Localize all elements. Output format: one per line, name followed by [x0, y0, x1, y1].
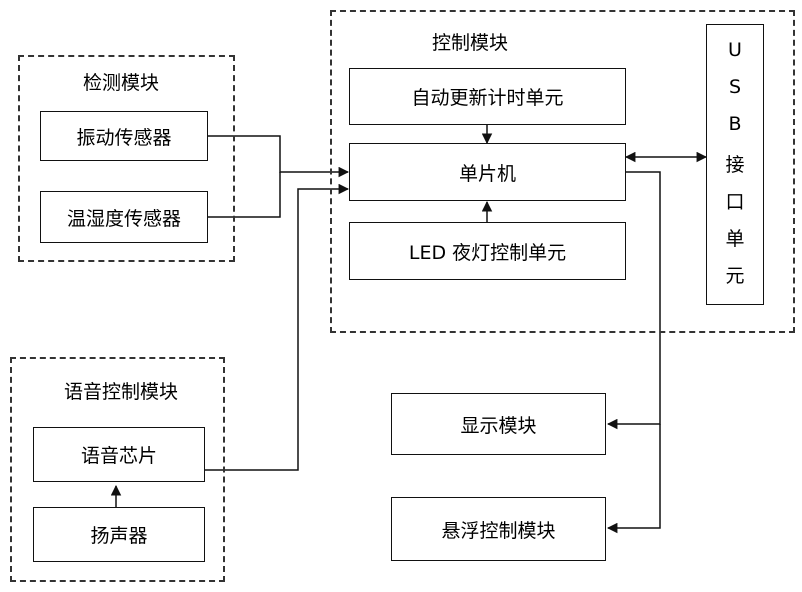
voice-chip-label: 语音芯片 [81, 441, 157, 468]
usb-char-2: S [707, 76, 763, 98]
voice-chip-box: 语音芯片 [33, 427, 205, 482]
display-module-box: 显示模块 [391, 393, 606, 455]
usb-char-7: 元 [707, 261, 763, 288]
speaker-label: 扬声器 [90, 521, 147, 548]
led-night-light-box: LED 夜灯控制单元 [349, 222, 626, 280]
led-night-light-label: LED 夜灯控制单元 [409, 238, 566, 265]
control-module-title: 控制模块 [432, 28, 508, 55]
auto-update-timer-box: 自动更新计时单元 [349, 68, 626, 125]
auto-update-timer-label: 自动更新计时单元 [411, 83, 563, 110]
usb-char-1: U [707, 39, 763, 61]
vibration-sensor-label: 振动传感器 [76, 123, 171, 150]
hover-control-module-box: 悬浮控制模块 [391, 497, 606, 561]
connector-mcu-to-hover [608, 424, 660, 528]
speaker-box: 扬声器 [33, 507, 205, 562]
usb-interface-unit-box: U S B 接 口 单 元 [706, 24, 764, 305]
mcu-box: 单片机 [349, 143, 626, 201]
usb-char-6: 单 [707, 224, 763, 251]
vibration-sensor-box: 振动传感器 [40, 111, 208, 161]
temp-humidity-sensor-box: 温湿度传感器 [40, 191, 208, 243]
usb-char-3: B [707, 113, 763, 135]
voice-control-module-title: 语音控制模块 [64, 377, 178, 404]
temp-humidity-sensor-label: 温湿度传感器 [67, 204, 181, 231]
usb-char-4: 接 [707, 150, 763, 177]
mcu-label: 单片机 [459, 159, 516, 186]
usb-char-5: 口 [707, 187, 763, 214]
display-module-label: 显示模块 [460, 411, 536, 438]
hover-control-module-label: 悬浮控制模块 [441, 516, 555, 543]
detection-module-title: 检测模块 [83, 68, 159, 95]
